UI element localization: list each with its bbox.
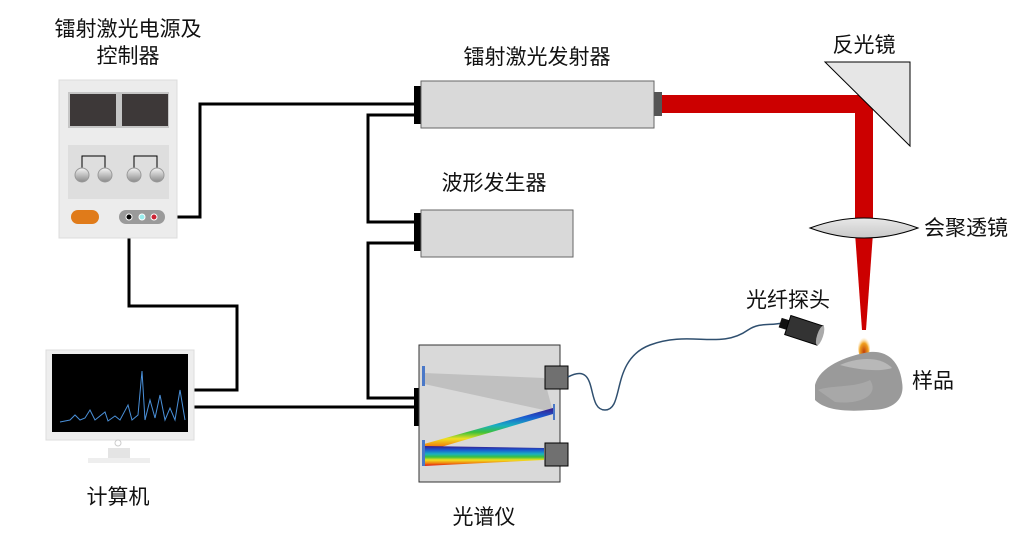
laser-beam [662,95,873,330]
knob-icon[interactable] [126,167,142,183]
computer[interactable] [45,349,195,463]
port-red-icon [150,213,158,221]
fiber-probe[interactable] [777,313,826,346]
focusing-lens-label: 会聚透镜 [924,216,1008,240]
power-led-icon [114,439,122,447]
sample-label: 样品 [912,369,954,393]
cable-controller-to-laser [155,102,414,219]
waveform-generator[interactable] [414,209,574,258]
cable-controller-to-computer [127,217,239,392]
detector-port [544,442,569,467]
power-controller-label-line1: 镭射激光电源及 [55,17,202,41]
focusing-lens[interactable] [808,217,920,239]
spectrum-plot [59,370,186,423]
knob-icon[interactable] [97,167,113,183]
knob-icon[interactable] [149,167,165,183]
spectrometer-label: 光谱仪 [453,505,516,529]
computer-label: 计算机 [87,485,150,509]
mirror-label: 反光镜 [833,33,896,57]
power-controller-label-line2: 控制器 [97,44,160,68]
mirror[interactable] [823,61,911,148]
waveform-generator-label: 波形发生器 [442,171,547,195]
laser-emitter[interactable] [414,80,662,129]
sample-rock[interactable] [815,351,903,411]
entrance-slit-port [544,365,569,390]
knob-icon[interactable] [74,167,90,183]
port-cyan-icon [138,213,146,221]
cable-laser-to-waveform [366,113,414,224]
optical-fiber [567,322,783,411]
cables [127,102,414,409]
power-controller[interactable] [58,79,178,239]
fiber-probe-label: 光纤探头 [746,288,830,312]
display-right [122,94,168,126]
laser-emitter-label: 镭射激光发射器 [464,45,611,69]
display-left [70,94,116,126]
spectrometer[interactable] [414,344,569,483]
cable-waveform-to-spectrometer [366,241,414,400]
port-black-icon [125,213,133,221]
power-button[interactable] [71,210,99,224]
